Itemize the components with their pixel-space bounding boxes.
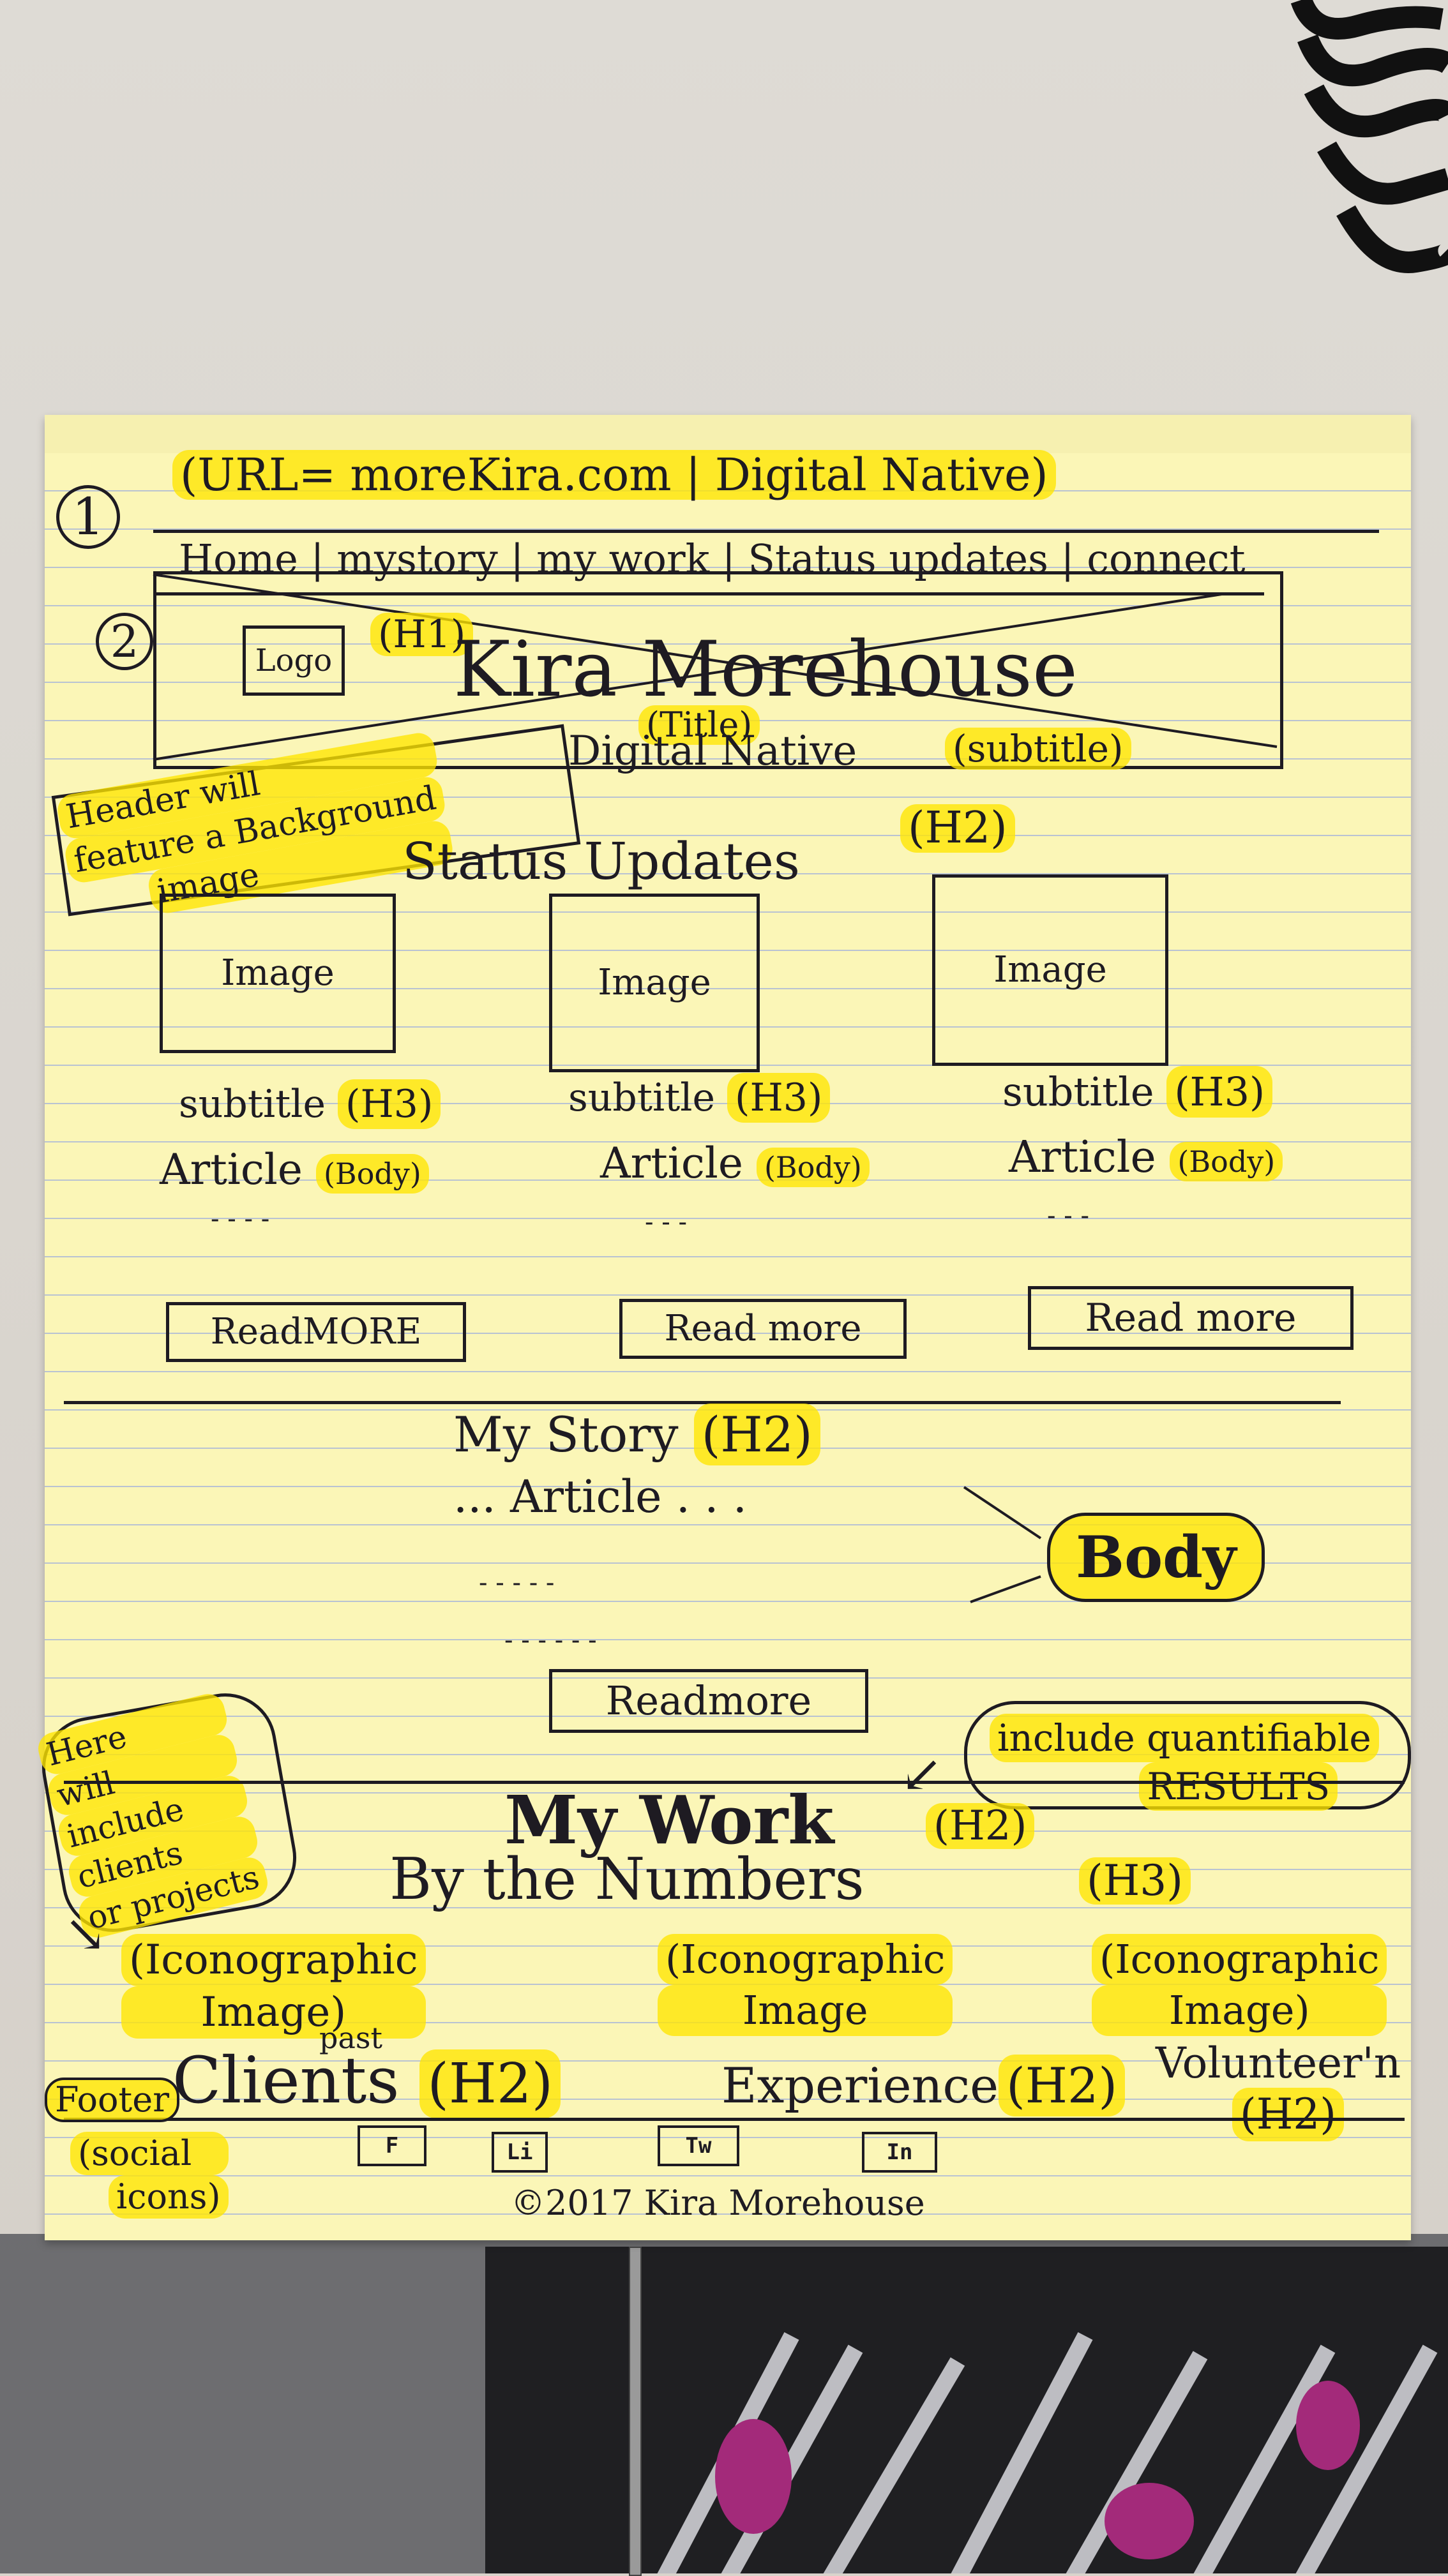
- work-note-right-arrow: ↙: [900, 1744, 944, 1804]
- story-readmore[interactable]: Readmore: [549, 1669, 868, 1733]
- iconographic-3: (Iconographic Image): [1092, 1934, 1387, 2036]
- status-card-2-readmore[interactable]: Read more: [619, 1299, 907, 1359]
- work-note-left-arrow: ↘: [64, 1904, 107, 1963]
- col-clients: Clients (H2): [172, 2049, 561, 2118]
- col-experience: Experience(H2): [721, 2055, 1126, 2116]
- footer-label: Footer: [45, 2078, 180, 2122]
- status-card-1-readmore[interactable]: ReadMORE: [166, 1302, 466, 1362]
- work-h3-tag: (H3): [1079, 1857, 1191, 1905]
- status-card-3-dots: - - -: [1047, 1201, 1089, 1231]
- iconographic-1: (Iconographic Image): [121, 1934, 426, 2039]
- linkedin-icon[interactable]: Li: [492, 2132, 548, 2173]
- work-subheading: By the Numbers: [389, 1846, 864, 1913]
- status-heading: Status Updates: [402, 832, 800, 891]
- url-line: (URL= moreKira.com | Digital Native): [172, 450, 1056, 500]
- iconographic-2: (Iconographic Image: [658, 1934, 953, 2036]
- status-card-3-article: Article (Body): [1009, 1136, 1283, 1181]
- status-card-3-subtitle: subtitle (H3): [1002, 1066, 1273, 1118]
- subtitle-tag: (subtitle): [945, 728, 1131, 770]
- status-card-3-image: Image: [932, 874, 1168, 1066]
- step-1-marker: 1: [56, 485, 120, 549]
- story-dots-1: - - - - -: [479, 1568, 555, 1598]
- instagram-icon[interactable]: In: [862, 2132, 937, 2173]
- story-article: ... Article . . .: [453, 1471, 748, 1523]
- work-heading: My Work: [504, 1781, 834, 1859]
- status-card-1-dots: - - - -: [211, 1204, 270, 1234]
- status-card-2-image: Image: [549, 894, 760, 1072]
- work-divider: [64, 1781, 1405, 1784]
- story-dots-2: - - - - - -: [504, 1626, 597, 1655]
- status-card-1-subtitle: subtitle (H3): [179, 1079, 441, 1129]
- hero-name: Kira Morehouse: [453, 625, 1078, 714]
- twitter-icon[interactable]: Tw: [658, 2125, 739, 2166]
- story-body-arrows: [963, 1486, 1042, 1603]
- url-underline: [153, 530, 1379, 533]
- hero-subtitle: Digital Native: [568, 728, 857, 775]
- phone-cord: [1290, 0, 1448, 273]
- status-card-2-dots: - - -: [645, 1208, 687, 1237]
- patterned-clothing: [657, 2332, 1438, 2573]
- footer-social-note: (social icons): [70, 2132, 229, 2219]
- work-h2-tag: (H2): [926, 1803, 1035, 1849]
- status-card-1-article: Article (Body): [160, 1149, 429, 1194]
- paper-top-margin: [45, 415, 1411, 453]
- title-tag: (Title): [638, 705, 760, 745]
- notepad-sheet: 1 (URL= moreKira.com | Digital Native) H…: [34, 415, 1411, 2240]
- status-card-2-subtitle: subtitle (H3): [568, 1073, 831, 1123]
- story-heading: My Story (H2): [453, 1404, 820, 1465]
- work-note-right: include quantifiable RESULTS: [990, 1714, 1379, 1811]
- step-2-marker: 2: [96, 613, 153, 670]
- hero-cross-lines: [153, 573, 1278, 761]
- logo-placeholder: Logo: [243, 625, 345, 696]
- footer-copyright: ©2017 Kira Morehouse: [511, 2183, 925, 2223]
- hero-header-box: [153, 571, 1283, 769]
- status-divider: [64, 1401, 1341, 1404]
- past-label: past: [319, 2021, 382, 2055]
- h1-tag: (H1): [370, 613, 474, 656]
- status-h2-tag: (H2): [900, 804, 1015, 853]
- footer-divider: [64, 2118, 1405, 2121]
- facebook-icon[interactable]: F: [358, 2125, 426, 2166]
- status-card-2-article: Article (Body): [600, 1142, 870, 1187]
- col-volunteer: Volunteer'n (H2): [1156, 2039, 1401, 2141]
- lanyard: [629, 2247, 642, 2576]
- status-card-3-readmore[interactable]: Read more: [1028, 1286, 1354, 1350]
- status-card-1-image: Image: [160, 894, 396, 1053]
- story-body-tag: Body: [1047, 1513, 1265, 1602]
- nav-underline: [153, 592, 1264, 595]
